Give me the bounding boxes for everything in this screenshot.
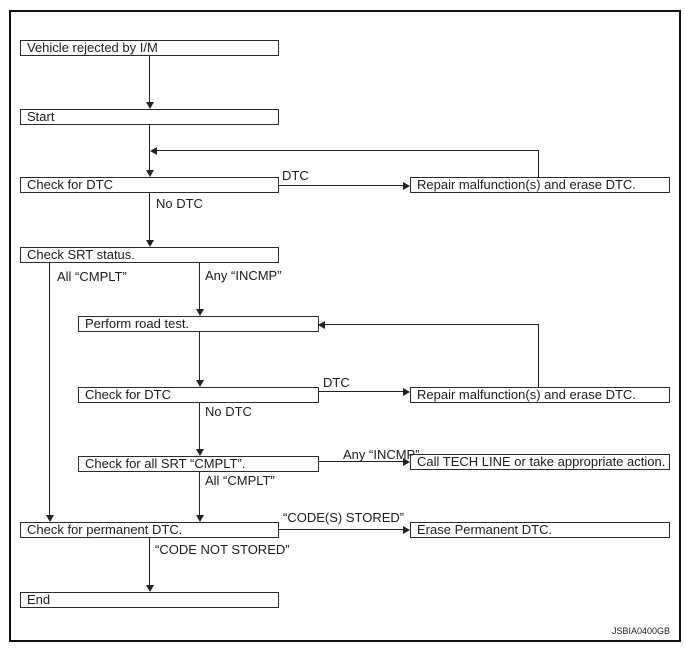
edge-repair1-feedback-hline <box>152 150 539 151</box>
edge-label-any-incmp-1: Any “INCMP” <box>205 268 282 283</box>
node-check-permanent-dtc: Check for permanent DTC. <box>20 522 279 538</box>
edge-nodtc1-line <box>149 193 150 242</box>
edge-start-to-checkdtc1-line <box>149 125 150 172</box>
edge-repair2-feedback-hline <box>318 324 539 325</box>
edge-label-codes-stored: “CODE(S) STORED” <box>283 510 405 525</box>
node-erase-permanent-dtc: Erase Permanent DTC. <box>410 522 670 538</box>
edge-codenotstored-line <box>149 538 150 587</box>
edge-label-no-dtc-1: No DTC <box>156 196 203 211</box>
arrowhead-down-icon <box>196 515 204 522</box>
edge-allcmplt2-line <box>199 472 200 517</box>
edge-dtc2-hline <box>319 391 407 392</box>
edge-codesstored-hline <box>279 529 407 530</box>
edge-label-any-incmp-2: Any “INCMP” <box>343 447 420 462</box>
arrowhead-down-icon <box>146 102 154 109</box>
edge-allcmplt1-line <box>49 263 50 517</box>
edge-nodtc2-line <box>199 403 200 451</box>
edge-anyincmp1-line <box>199 263 200 311</box>
node-perform-road-test: Perform road test. <box>78 316 319 332</box>
node-end: End <box>20 592 279 608</box>
arrowhead-down-icon <box>146 585 154 592</box>
arrowhead-down-icon <box>196 449 204 456</box>
node-repair-2: Repair malfunction(s) and erase DTC. <box>410 387 670 403</box>
node-check-srt-status: Check SRT status. <box>20 247 279 263</box>
edge-label-code-not-stored: “CODE NOT STORED” <box>155 542 290 557</box>
node-start: Start <box>20 109 279 125</box>
edge-label-no-dtc-2: No DTC <box>205 404 252 419</box>
edge-label-all-cmplt-2: All “CMPLT” <box>205 473 275 488</box>
edge-anyincmp2-hline <box>319 461 407 462</box>
node-repair-1: Repair malfunction(s) and erase DTC. <box>410 177 670 193</box>
arrowhead-down-icon <box>146 170 154 177</box>
edge-roadtest-to-checkdtc2-line <box>199 332 200 382</box>
edge-label-dtc-2: DTC <box>323 375 350 390</box>
arrowhead-right-icon <box>403 458 410 466</box>
figure-id-watermark: JSBIA0400GB <box>611 626 670 636</box>
edge-dtc1-hline <box>279 185 407 186</box>
arrowhead-down-icon <box>146 240 154 247</box>
arrowhead-right-icon <box>403 182 410 190</box>
arrowhead-down-icon <box>46 515 54 522</box>
arrowhead-right-icon <box>403 388 410 396</box>
edge-vehicle-to-start-line <box>149 56 150 104</box>
arrowhead-down-icon <box>196 380 204 387</box>
node-check-dtc-2: Check for DTC <box>78 387 319 403</box>
arrowhead-left-icon <box>318 321 325 329</box>
edge-repair2-feedback-vline <box>538 324 539 387</box>
node-check-all-srt-cmplt: Check for all SRT “CMPLT”. <box>78 456 319 472</box>
edge-label-dtc-1: DTC <box>282 168 309 183</box>
edge-label-all-cmplt-1: All “CMPLT” <box>57 269 127 284</box>
node-call-tech-line: Call TECH LINE or take appropriate actio… <box>410 454 670 470</box>
arrowhead-down-icon <box>196 309 204 316</box>
node-check-dtc-1: Check for DTC <box>20 177 279 193</box>
edge-repair1-feedback-vline <box>538 150 539 177</box>
node-vehicle-rejected: Vehicle rejected by I/M <box>20 40 279 56</box>
arrowhead-left-icon <box>150 147 157 155</box>
arrowhead-right-icon <box>403 526 410 534</box>
